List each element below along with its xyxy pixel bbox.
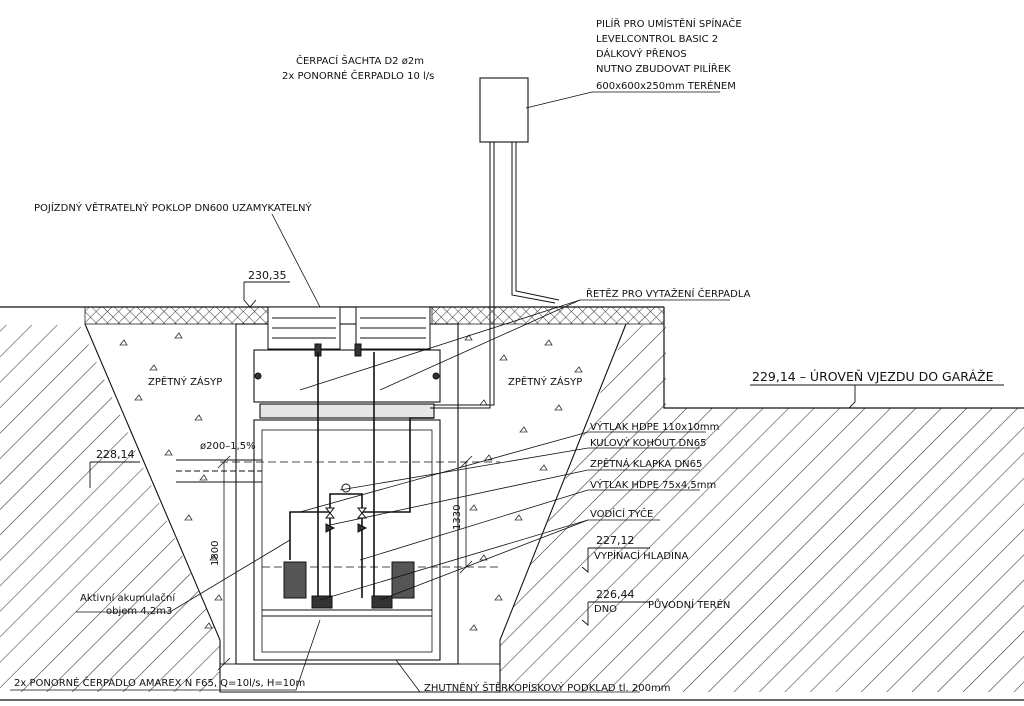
original-terrain-label: PŮVODNÍ TERÉN (648, 598, 730, 611)
level-markers (89, 281, 1004, 626)
ball-valve-note: KULOVÝ KOHOUT DN65 (590, 436, 706, 449)
level-inlet: 228,14 (96, 448, 135, 461)
bottom-label: DNO (594, 604, 617, 615)
chain-note: ŘETĚZ PRO VYTAŽENÍ ČERPADLA (586, 287, 751, 300)
pillar-note-line-4: NUTNO ZBUDOVAT PILÍŘEK (596, 62, 731, 75)
control-pillar (479, 77, 529, 143)
cover-assembly (254, 306, 440, 380)
storage-volume-line-1: Aktivní akumulační (80, 592, 176, 604)
dimension-1800: 1800 (210, 541, 221, 566)
discharge-piping (289, 352, 434, 602)
discharge-75-note: VÝTLAK HDPE 75x4,5mm (590, 478, 716, 491)
cover-note: POJÍZDNÝ VĚTRATELNÝ POKLOP DN600 UZAMYKA… (34, 201, 312, 214)
level-switch-off: 227,12 (596, 534, 635, 547)
cable-conduit (430, 142, 560, 409)
soil-hatching (0, 325, 1024, 692)
terrain-crust-right (431, 306, 665, 325)
pumps-note: 2x PONORNÉ ČERPADLO AMAREX N F65, Q=10l/… (14, 676, 305, 689)
discharge-110-note: VÝTLAK HDPE 110x10mm (590, 420, 719, 433)
gravel-bed-note: ZHUTNĚNÝ ŠTĚRKOPÍSKOVÝ PODKLAD tl. 200mm (424, 681, 670, 694)
level-bottom: 226,44 (596, 588, 635, 601)
storage-volume-line-2: objem 4,2m3 (106, 606, 172, 617)
inlet-pipe (176, 459, 262, 483)
pillar-note-line-1: PILÍŘ PRO UMÍSTĚNÍ SPÍNAČE (596, 17, 742, 30)
guide-rods-note: VODÍCÍ TYČE (590, 507, 653, 520)
submersible-pumps (262, 561, 432, 617)
switch-off-label: VYPÍNACÍ HLADINA (594, 549, 688, 562)
backfill-right-label: ZPĚTNÝ ZÁSYP (508, 375, 582, 388)
dimension-1330: 1330 (452, 505, 463, 530)
pillar-note-line-3: DÁLKOVÝ PŘENOS (596, 47, 687, 60)
pillar-note-line-5: 600x600x250mm TERÉNEM (596, 79, 736, 92)
backfill-left-label: ZPĚTNÝ ZÁSYP (148, 375, 222, 388)
terrain-crust-left (84, 306, 269, 325)
shaft-title-line-2: 2x PONORNÉ ČERPADLO 10 l/s (282, 69, 434, 82)
shaft-title-line-1: ČERPACÍ ŠACHTA D2 ø2m (296, 54, 424, 67)
check-valve-note: ZPĚTNÁ KLAPKA DN65 (590, 457, 702, 470)
valves (324, 483, 368, 533)
pillar-note-line-2: LEVELCONTROL BASIC 2 (596, 34, 718, 45)
shaft-structure (219, 323, 501, 693)
garage-level-note: 229,14 – ÚROVEŇ VJEZDU DO GARÁŽE (752, 369, 994, 384)
level-terrain: 230,35 (248, 269, 287, 282)
leader-lines (10, 91, 730, 693)
inlet-pipe-label: ø200–1,5% (200, 441, 256, 452)
